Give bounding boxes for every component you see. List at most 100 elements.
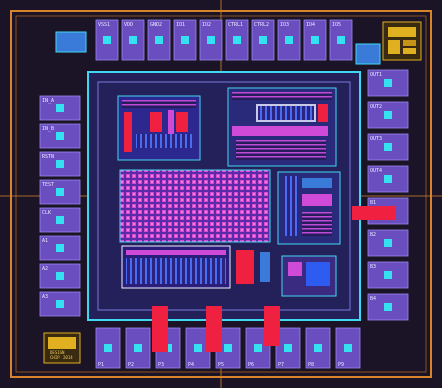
pad-top-9: IO5 [329, 19, 353, 61]
pad-label: P3 [158, 362, 164, 368]
pad-via-icon [344, 344, 352, 352]
analog-block-bottom [121, 245, 270, 289]
pad-via-icon [384, 79, 392, 87]
pad-label: OUT3 [370, 136, 382, 142]
pad-via-icon [56, 244, 64, 252]
pad-label: VSS1 [98, 22, 110, 28]
pad-label: IO5 [332, 22, 341, 28]
pad-via-icon [207, 36, 215, 44]
red-block-bottom-3 [264, 306, 280, 346]
pad-label: IN_B [42, 126, 54, 132]
red-block-right [352, 206, 396, 220]
pad-label: B4 [370, 296, 376, 302]
logo-text-2: CHIP [50, 355, 60, 360]
pad-left-6: A2 [39, 263, 81, 289]
pad-label: IO2 [202, 22, 211, 28]
pad-via-icon [259, 36, 267, 44]
pad-via-icon [181, 36, 189, 44]
core-inner-boundary [97, 81, 351, 311]
pad-label: IO4 [306, 22, 315, 28]
pad-label: P9 [338, 362, 344, 368]
pad-top-4: IO2 [199, 19, 223, 61]
pad-label: P7 [278, 362, 284, 368]
pad-right-6: B3 [367, 261, 409, 289]
pad-label: CTRL1 [228, 22, 243, 28]
pad-label: P8 [308, 362, 314, 368]
pad-label: IO3 [280, 22, 289, 28]
pad-bottom-5: P6 [245, 327, 271, 369]
pad-via-icon [311, 36, 319, 44]
pad-right-2: OUT3 [367, 133, 409, 161]
pad-label: P1 [98, 362, 104, 368]
red-block-bottom-2 [206, 306, 222, 352]
pad-via-icon [337, 36, 345, 44]
pad-label: A3 [42, 294, 48, 300]
pad-top-7: IO3 [277, 19, 301, 61]
pad-via-icon [384, 303, 392, 311]
memory-array [119, 169, 271, 243]
pad-via-icon [56, 132, 64, 140]
pad-via-icon [384, 239, 392, 247]
pad-right-3: OUT4 [367, 165, 409, 193]
pad-label: OUT1 [370, 72, 382, 78]
pad-bottom-8: P9 [335, 327, 361, 369]
pad-via-icon [104, 344, 112, 352]
pad-via-icon [224, 344, 232, 352]
pad-left-0: IN_A [39, 95, 81, 121]
pad-right-5: B2 [367, 229, 409, 257]
pad-label: CTRL2 [254, 22, 269, 28]
pad-left-5: A1 [39, 235, 81, 261]
pad-left-3: TEST [39, 179, 81, 205]
pad-label: B3 [370, 264, 376, 270]
logic-block-top-right [227, 87, 337, 167]
pad-right-0: OUT1 [367, 69, 409, 97]
pad-label: RSTN [42, 154, 54, 160]
pad-via-icon [233, 36, 241, 44]
pad-via-icon [56, 104, 64, 112]
pad-left-1: IN_B [39, 123, 81, 149]
pad-bottom-0: P1 [95, 327, 121, 369]
pad-via-icon [384, 143, 392, 151]
corner-block-tr [355, 43, 381, 65]
pad-label: GND2 [150, 22, 162, 28]
pad-top-3: IO1 [173, 19, 197, 61]
pad-label: P5 [218, 362, 224, 368]
pad-via-icon [194, 344, 202, 352]
pad-via-icon [285, 36, 293, 44]
pad-label: IO1 [176, 22, 185, 28]
logic-block-right [277, 171, 341, 245]
pad-via-icon [56, 160, 64, 168]
pad-via-icon [384, 175, 392, 183]
logo-text-1: DESIGN [50, 350, 65, 355]
pad-via-icon [134, 344, 142, 352]
pad-top-5: CTRL1 [225, 19, 249, 61]
pad-label: P6 [248, 362, 254, 368]
logic-block-bottom-right [281, 255, 337, 297]
pad-label: OUT2 [370, 104, 382, 110]
pad-label: B2 [370, 232, 376, 238]
pad-label: B1 [370, 200, 376, 206]
pad-label: P2 [128, 362, 134, 368]
pad-via-icon [384, 271, 392, 279]
logo-block-top-right [382, 21, 422, 61]
pad-top-0: VSS1 [95, 19, 119, 61]
pad-via-icon [103, 36, 111, 44]
pad-label: A2 [42, 266, 48, 272]
corner-block-tl [55, 31, 87, 53]
logo-text-3: 2014 [63, 355, 73, 360]
pad-via-icon [314, 344, 322, 352]
pad-right-1: OUT2 [367, 101, 409, 129]
pad-via-icon [254, 344, 262, 352]
pad-left-4: CLK [39, 207, 81, 233]
pad-bottom-1: P2 [125, 327, 151, 369]
pad-label: CLK [42, 210, 51, 216]
pad-bottom-7: P8 [305, 327, 331, 369]
pad-via-icon [129, 36, 137, 44]
pad-left-7: A3 [39, 291, 81, 317]
pad-label: TEST [42, 182, 54, 188]
